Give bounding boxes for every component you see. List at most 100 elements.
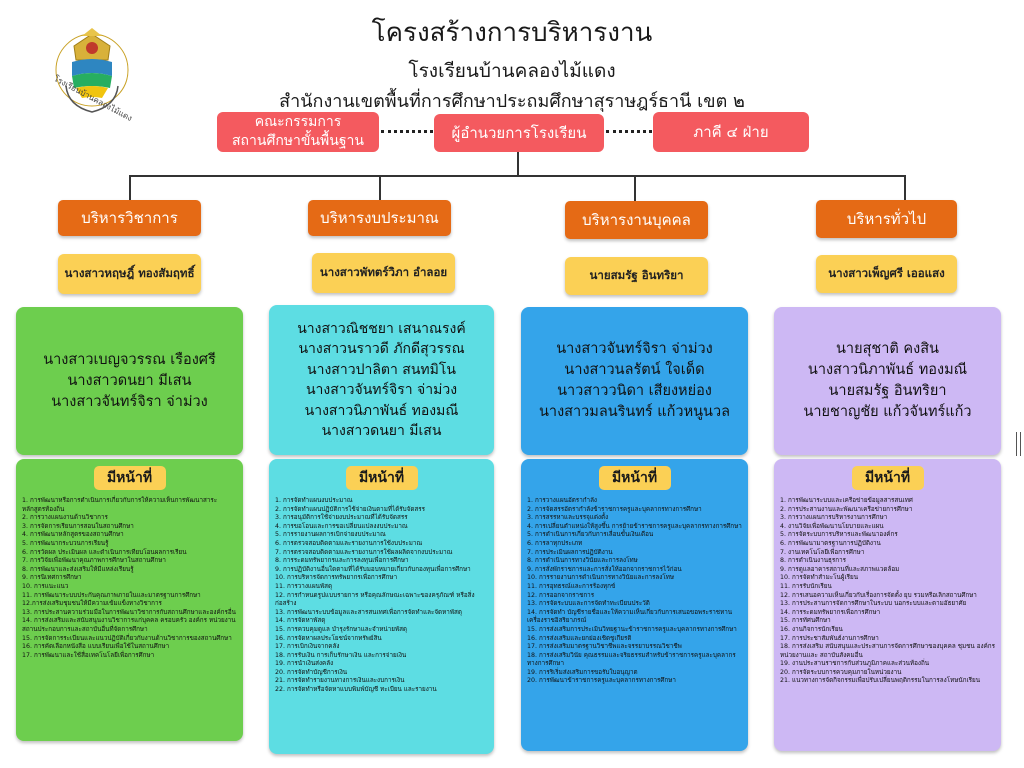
duty-item: 21. แนวทางการจัดกิจกรรมเพื่อปรับเปลี่ยนพ…: [780, 677, 981, 685]
duty-item: 13. การประสานการจัดการศึกษาในระบบ นอกระบ…: [780, 600, 967, 608]
trunk-line: [517, 152, 519, 176]
duty-item: 5. การรายงานผลการเบิกจ่ายงบประมาณ: [275, 531, 386, 539]
dept-personnel-members: นางสาวจันทร์จิรา จ่าม่วง นางสาวนลรัตน์ ใ…: [521, 307, 748, 455]
drop-line-2: [379, 175, 381, 201]
duty-item: 12. การกำหนดรูปแบบรายการ หรือคุณลักษณะเฉ…: [275, 591, 475, 608]
committee-box: คณะกรรมการ สถานศึกษาขั้นพื้นฐาน: [217, 112, 379, 152]
duty-item: 17. การเบิกเงินจากคลัง: [275, 643, 340, 651]
duty-item: 9. การสั่งพักราชการและการสั่งให้ออกจากรา…: [527, 565, 682, 573]
dept-academic-header: บริหารวิชาการ: [58, 200, 201, 236]
duty-item: 15. การควบคุมดูแล บำรุงรักษาและจำหน่ายพั…: [275, 625, 408, 633]
member-name: นายสุชาติ คงสิน: [836, 341, 939, 357]
duty-item: 10. การแนะแนว: [22, 582, 69, 590]
duty-item: 15. การจัดการระเบียนและแนวปฏิบัติเกี่ยวก…: [22, 634, 232, 642]
drop-line-1: [129, 175, 131, 201]
duty-item: 20. การจัดระบบการควบคุมภายในหน่วยงาน: [780, 668, 902, 676]
duty-item: 16. การคัดเลือกหนังสือ แบบเรียนเพื่อใช้ใ…: [22, 643, 170, 651]
duty-item: 15. การส่งเสริมการประเมินวิทยฐานะข้าราชก…: [527, 625, 737, 633]
duty-item: 9. การปฏิบัติงานอื่นใดตามที่ได้รับมอบหมา…: [275, 565, 471, 573]
dept-budget-head: นางสาวพัทตร์วิภา อำลอย: [312, 253, 455, 293]
duty-item: 1. การพัฒนาระบบและเครือข่ายข้อมูลสารสนเท…: [780, 497, 913, 504]
duty-item: 16. งานกิจการนักเรียน: [780, 625, 843, 633]
duty-list: 1. การพัฒนาหรือการดำเนินการเกี่ยวกับการใ…: [22, 497, 237, 660]
member-name: นายชาญชัย แก้วจันทร์แก้ว: [803, 404, 972, 420]
dept-personnel-header: บริหารงานบุคคล: [565, 201, 708, 239]
dept-budget-members: นางสาวณิชชยา เสนาณรงค์ นางสาวนราวดี ภักด…: [269, 305, 494, 455]
member-name: นางสาวณิชชยา เสนาณรงค์: [297, 320, 466, 337]
member-name: นางสาวมลนรินทร์ แก้วหนูนวล: [539, 404, 730, 420]
duty-item: 2. การจัดทำแผนปฏิบัติการใช้จ่ายเงินตามที…: [275, 505, 426, 513]
director-box: ผู้อำนวยการโรงเรียน: [434, 114, 604, 152]
duty-item: 4. การพัฒนาหลักสูตรของสถานศึกษา: [22, 531, 124, 539]
duty-item: 12.การส่งเสริมชุมชนให้มีความเข้มแข็งทางว…: [22, 600, 162, 608]
duty-item: 11. การพัฒนาระบบประกันคุณภาพภายในและมาตร…: [22, 591, 201, 599]
duty-item: 9. การดูแลอาคารสถานที่และสภาพแวดล้อม: [780, 565, 900, 573]
duty-item: 11. การวางแผนพัสดุ: [275, 582, 333, 590]
duty-item: 5. การพัฒนากระบวนการเรียนรู้: [22, 539, 109, 547]
duty-item: 12. การเสนอความเห็นเกี่ยวกับเรื่องการจัด…: [780, 591, 977, 599]
duty-item: 18. การรับเงิน การเก็บรักษาเงิน และการจ่…: [275, 651, 407, 659]
member-name: นางสาวเบญจวรรณ เรืองศรี: [43, 351, 216, 368]
duty-item: 8. การพัฒนาและส่งเสริมให้มีแหล่งเรียนรู้: [22, 565, 134, 573]
network-box: ภาคี ๔ ฝ่าย: [653, 112, 809, 152]
member-name: นางสาวดนยา มีเสน: [67, 372, 192, 389]
duty-item: 2. การจัดสรรอัตรากำลังข้าราชการครูและบุค…: [527, 505, 702, 513]
duty-label: มีหน้าที่: [93, 466, 166, 490]
edge-divider: [1016, 432, 1021, 456]
duty-item: 5. การดำเนินการเกี่ยวกับการเลื่อนขั้นเงิ…: [527, 531, 654, 539]
member-name: นาวสาววนิดา เสียงหย่อง: [557, 383, 712, 399]
dept-academic-duties: มีหน้าที่ 1. การพัฒนาหรือการดำเนินการเกี…: [16, 459, 243, 741]
school-emblem-icon: [55, 28, 129, 113]
duty-item: 3. การสรรหาและบรรจุแต่งตั้ง: [527, 514, 609, 522]
dept-general-head: นางสาวเพ็ญศรี เออแสง: [816, 255, 957, 293]
member-name: นางสาวนิภาพันธ์ ทองมณี: [304, 402, 459, 419]
dept-personnel-head: นายสมรัฐ อินทริยา: [565, 257, 708, 295]
duty-item: 7. การตรวจสอบติดตามและรายงานการใช้ผลผลิต…: [275, 548, 453, 556]
committee-connector: [381, 130, 433, 133]
duty-item: 1. การวางแผนอัตรากำลัง: [527, 497, 598, 504]
duty-item: 13. การประสานความร่วมมือในการพัฒนาวิชากา…: [22, 608, 236, 616]
duty-item: 11. การอุทธรณ์และการร้องทุกข์: [527, 582, 616, 590]
dept-academic-members: นางสาวเบญจวรรณ เรืองศรี นางสาวดนยา มีเสน…: [16, 307, 243, 455]
duty-item: 7. การประเมินผลการปฏิบัติงาน: [527, 548, 613, 556]
member-name: นางสาวจันทร์จิรา จ่าม่วง: [51, 393, 208, 410]
duty-item: 8. การดำเนินงานธุรการ: [780, 557, 846, 565]
duty-label: มีหน้าที่: [851, 466, 924, 490]
duty-item: 14. การส่งเสริมและสนับสนุนงานวิชาการแก่บ…: [22, 617, 236, 633]
dept-academic-head: นางสาวหฤษฎิ์ ทองสัมฤทธิ์: [58, 254, 201, 294]
duty-item: 9. การนิเทศการศึกษา: [22, 574, 82, 582]
duty-item: 19. การริเริ่มส่งเสริมการขอรับใบอนุญาต: [527, 668, 638, 676]
duty-item: 14. การจัดหาพัสดุ: [275, 617, 326, 625]
member-name: นางสาวปาลิตา สนทมิโน: [307, 361, 456, 378]
duty-item: 3. การอนุมัติการใช้จ่ายงบประมาณที่ได้รับ…: [275, 514, 408, 522]
duty-item: 1. การพัฒนาหรือการดำเนินการเกี่ยวกับการใ…: [22, 497, 218, 513]
duty-item: 10. การบริหารจัดการทรัพยากรเพื่อการศึกษา: [275, 574, 398, 582]
duty-item: 16. การจัดหาผลประโยชน์จากทรัพย์สิน: [275, 634, 382, 642]
duty-item: 6. การลาทุกประเภท: [527, 539, 583, 547]
duty-item: 18. การส่งเสริม สนับสนุนและประสานการจัดก…: [780, 643, 995, 659]
duty-list: 1. การพัฒนาระบบและเครือข่ายข้อมูลสารสนเท…: [780, 497, 995, 686]
network-connector: [606, 130, 652, 133]
branch-line: [129, 175, 906, 177]
drop-line-4: [904, 175, 906, 201]
duty-item: 13. การพัฒนาระบบข้อมูลและสารสนเทศเพื่อกา…: [275, 608, 462, 616]
member-name: นางสาวนิภาพันธ์ ทองมณี: [807, 362, 968, 378]
duty-item: 19. การนำเงินส่งคลัง: [275, 660, 334, 668]
dept-general-members: นายสุชาติ คงสิน นางสาวนิภาพันธ์ ทองมณี น…: [774, 307, 1001, 455]
duty-item: 20. การจัดทำบัญชีการเงิน: [275, 668, 348, 676]
member-name: นางสาวนลรัตน์ ใจเด็ด: [564, 362, 705, 378]
duty-item: 17. การประชาสัมพันธ์งานการศึกษา: [780, 634, 879, 642]
duty-item: 7. งานเทคโนโลยีเพื่อการศึกษา: [780, 548, 865, 556]
duty-item: 14. การจัดทำ บัญชีรายชื่อและให้ความเห็นเ…: [527, 608, 733, 625]
chart-title: โครงสร้างการบริหารงาน: [371, 18, 653, 48]
duty-item: 22. การจัดทำหรือจัดหาแบบพิมพ์บัญชี ทะเบี…: [275, 686, 437, 694]
member-name: นางสาวจันทร์จิรา จ่าม่วง: [305, 382, 458, 398]
member-name: นางสาวนราวดี ภักดีสุวรรณ: [298, 341, 465, 357]
duty-item: 10. การรายงานการดำเนินการทางวินัยและการล…: [527, 574, 675, 582]
duty-item: 7. การวิจัยเพื่อพัฒนาคุณภาพการศึกษาในสถา…: [22, 557, 166, 565]
duty-item: 3. การจัดการเรียนการสอนในสถานศึกษา: [22, 522, 134, 530]
duty-item: 21. การจัดทำรายงานทางการเงินและงบการเงิน: [275, 677, 405, 685]
duty-item: 13. การจัดระบบและการจัดทำทะเบียนประวัติ: [527, 600, 650, 608]
